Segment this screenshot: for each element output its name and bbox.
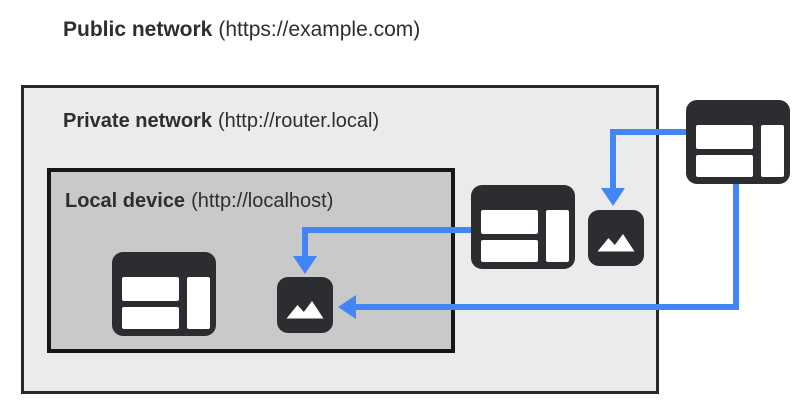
local-device-title: Local device(http://localhost) (65, 190, 333, 213)
private-network-url: (http://router.local) (217, 110, 380, 132)
private-browser-icon (471, 185, 575, 269)
private-network-title: Private network(http://router.local) (63, 110, 379, 133)
public-browser-icon (686, 100, 790, 184)
public-network-title: Public network(https://example.com) (63, 18, 420, 42)
private-image-icon (588, 210, 644, 266)
public-network-name: Public network (63, 18, 213, 41)
public-network-url: (https://example.com) (218, 18, 421, 41)
local-browser-icon (112, 252, 216, 336)
private-network-name: Private network (63, 110, 212, 132)
image-glyph (588, 210, 644, 266)
private-network-box: Private network(http://router.local) Loc… (21, 85, 659, 394)
local-image-icon (277, 277, 333, 333)
browser-window-glyph (471, 185, 575, 269)
image-glyph (277, 277, 333, 333)
local-device-box: Local device(http://localhost) (47, 168, 455, 353)
browser-window-glyph (112, 252, 216, 336)
local-device-url: (http://localhost) (191, 190, 334, 212)
local-device-name: Local device (65, 190, 186, 212)
browser-window-glyph (686, 100, 790, 184)
